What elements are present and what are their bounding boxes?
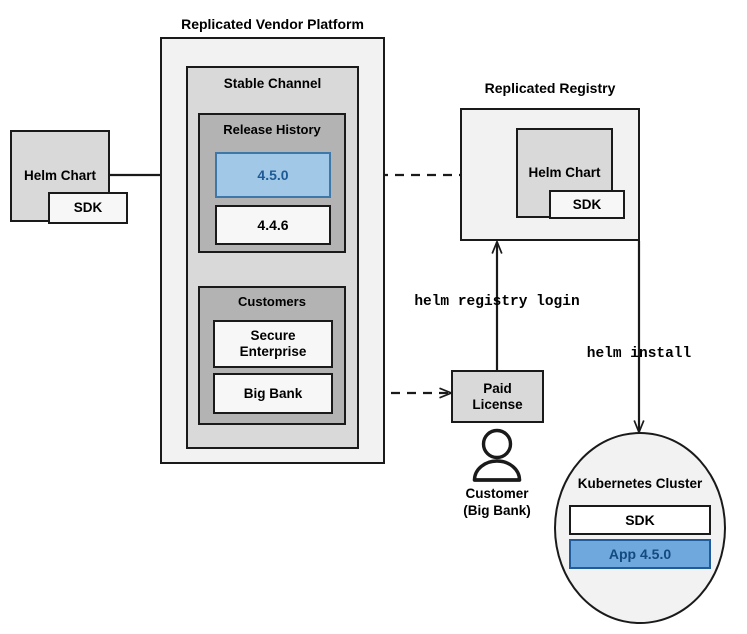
customer-item-big-bank-label: Big Bank — [243, 385, 303, 401]
source-sdk[interactable]: SDK — [48, 192, 128, 224]
release-item-4-5-0-label: 4.5.0 — [257, 166, 289, 183]
cluster-component-app[interactable]: App 4.5.0 — [569, 539, 711, 569]
release-item-4-5-0[interactable]: 4.5.0 — [215, 152, 331, 198]
paid-license[interactable]: Paid License — [451, 370, 544, 423]
release-item-4-4-6-label: 4.4.6 — [257, 216, 289, 233]
cluster-component-sdk[interactable]: SDK — [569, 505, 711, 535]
paid-license-label: Paid License — [472, 380, 523, 412]
registry-helm-chart[interactable]: Helm Chart — [516, 128, 613, 218]
vendor-platform-title: Replicated Vendor Platform — [181, 16, 364, 32]
customer-item-big-bank[interactable]: Big Bank — [213, 373, 333, 414]
registry-sdk[interactable]: SDK — [549, 190, 625, 219]
cluster-component-app-label: App 4.5.0 — [608, 545, 672, 562]
cluster-component-sdk-label: SDK — [625, 511, 655, 528]
customer-item-secure-enterprise-label: Secure Enterprise — [239, 328, 307, 359]
source-helm-chart-label: Helm Chart — [23, 168, 96, 184]
registry-title: Replicated Registry — [484, 80, 616, 96]
customer-actor-label: Customer (Big Bank) — [463, 486, 531, 518]
customer-item-secure-enterprise[interactable]: Secure Enterprise — [213, 320, 333, 368]
registry-helm-chart-label: Helm Chart — [528, 165, 601, 181]
registry-sdk-label: SDK — [572, 196, 602, 212]
person-icon — [472, 428, 522, 482]
helm-install-command: helm install — [586, 346, 692, 362]
release-item-4-4-6[interactable]: 4.4.6 — [215, 205, 331, 245]
source-sdk-label: SDK — [73, 200, 103, 216]
helm-registry-login-command: helm registry login — [414, 294, 580, 310]
